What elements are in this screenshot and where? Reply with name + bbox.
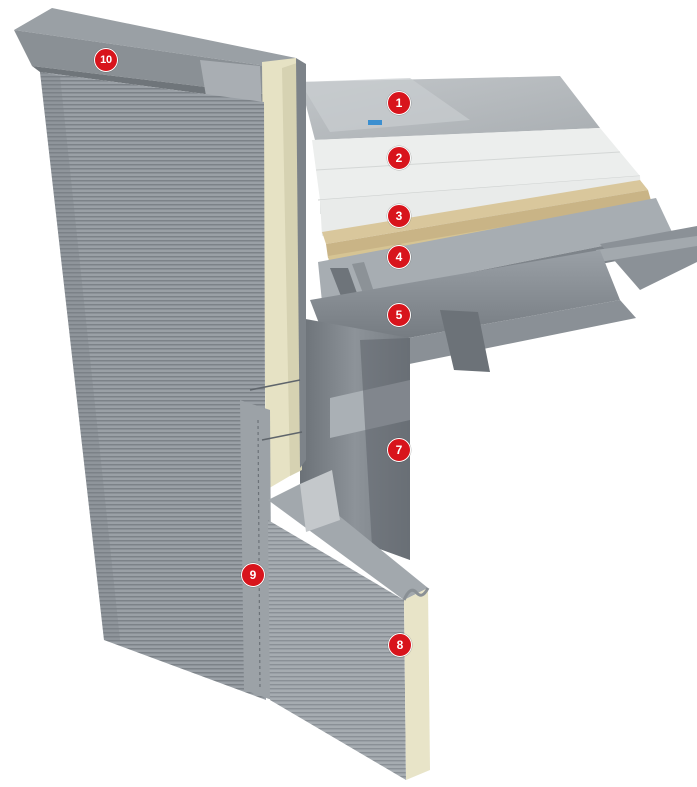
marker-8-sandwich-panel: 8 <box>388 633 412 657</box>
steel-purlin <box>596 226 697 290</box>
marker-2-insulation: 2 <box>387 146 411 170</box>
parapet-coping <box>14 8 296 108</box>
roof-membrane <box>300 76 600 140</box>
marker-1-roof-membrane: 1 <box>387 91 411 115</box>
marker-9-joint-strip: 9 <box>241 563 265 587</box>
lower-sandwich-panel <box>268 470 430 780</box>
marker-7-steel-column: 7 <box>387 438 411 462</box>
vertical-joint-strip <box>240 379 303 700</box>
marker-3-mineral-wool: 3 <box>387 204 411 228</box>
marker-10-parapet-coping: 10 <box>94 48 118 72</box>
inner-steel-liner <box>296 58 306 468</box>
marker-5-steel-beam: 5 <box>387 303 411 327</box>
marker-4-steel-deck: 4 <box>387 245 411 269</box>
ribbed-facade-panel <box>40 72 266 700</box>
